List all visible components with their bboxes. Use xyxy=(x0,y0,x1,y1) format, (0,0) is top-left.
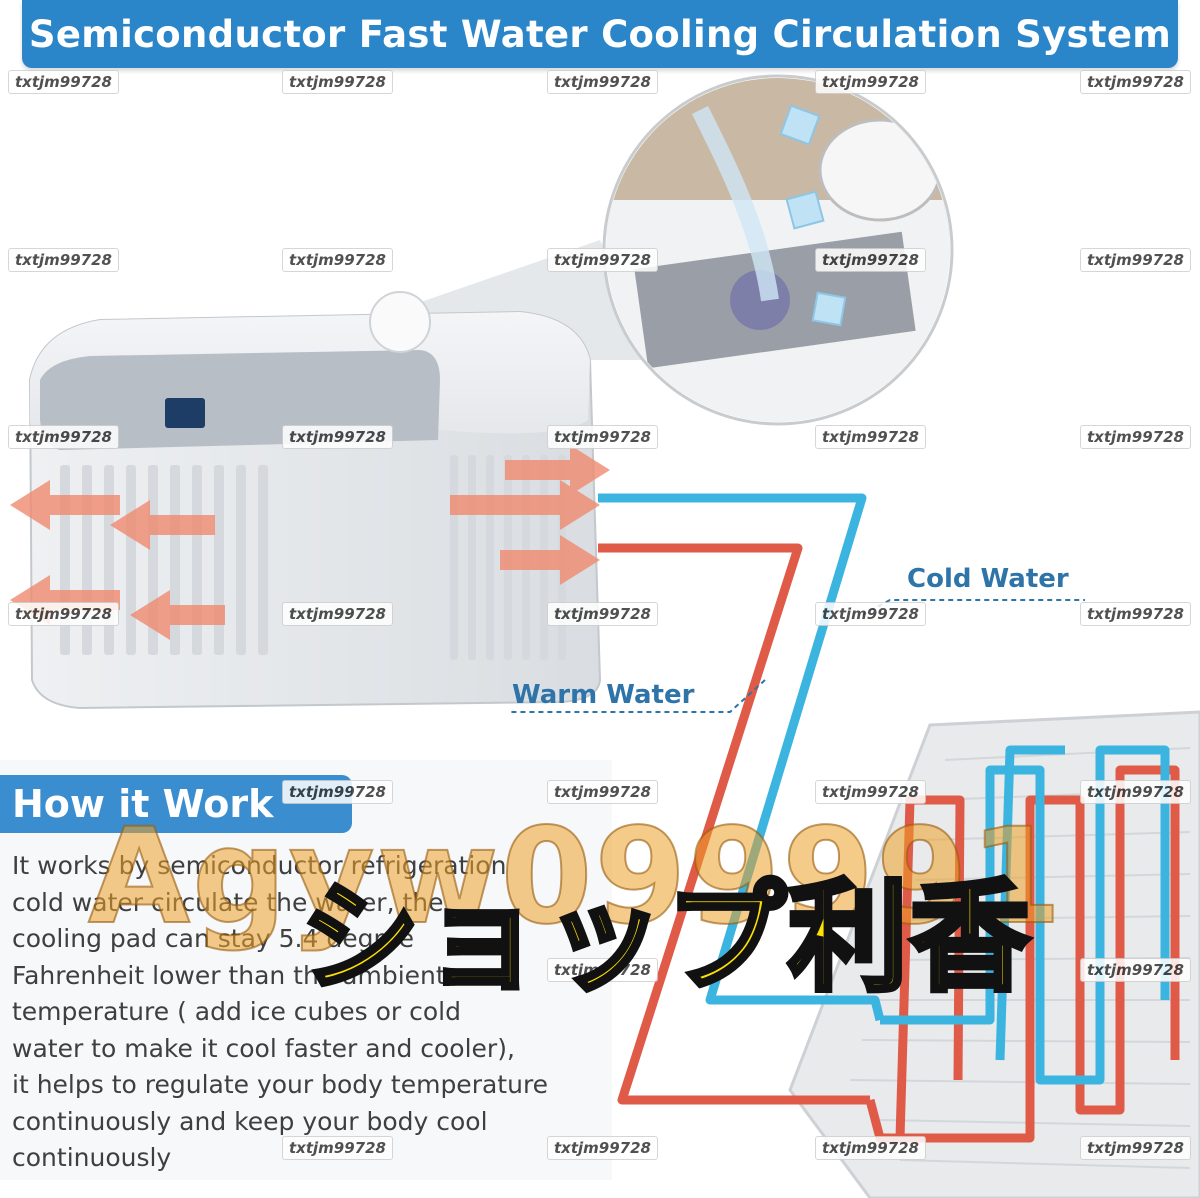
desc-line: it helps to regulate your body temperatu… xyxy=(12,1070,549,1099)
watermark: txtjm99728 xyxy=(815,70,926,94)
watermark: txtjm99728 xyxy=(282,1136,393,1160)
how-it-works-description: It works by semiconductor refrigeration … xyxy=(12,848,612,1177)
watermark: txtjm99728 xyxy=(282,780,393,804)
watermark: txtjm99728 xyxy=(282,70,393,94)
cold-water-label: Cold Water xyxy=(907,564,1069,594)
cold-water-pipe xyxy=(598,493,1170,1085)
watermark: txtjm99728 xyxy=(547,70,658,94)
watermark: txtjm99728 xyxy=(8,70,119,94)
watermark: txtjm99728 xyxy=(815,602,926,626)
desc-line: water to make it cool faster and cooler)… xyxy=(12,1033,515,1063)
watermark: txtjm99728 xyxy=(1080,248,1191,272)
how-it-works-title: How it Work xyxy=(12,782,274,826)
watermark: txtjm99728 xyxy=(815,780,926,804)
desc-line: cooling pad can stay 5.4 degree xyxy=(12,924,414,953)
watermark: txtjm99728 xyxy=(815,248,926,272)
watermark: txtjm99728 xyxy=(815,1136,926,1160)
desc-line: It works by semiconductor refrigeration xyxy=(12,851,507,880)
cooling-device xyxy=(10,291,610,710)
watermark: txtjm99728 xyxy=(547,248,658,272)
page-title: Semiconductor Fast Water Cooling Circula… xyxy=(28,12,1172,56)
watermark: txtjm99728 xyxy=(8,425,119,449)
warm-water-label: Warm Water xyxy=(512,680,695,710)
watermark: txtjm99728 xyxy=(1080,602,1191,626)
warm-water-pipe xyxy=(598,543,1180,1143)
watermark: txtjm99728 xyxy=(1080,1136,1191,1160)
watermark: txtjm99728 xyxy=(547,1136,658,1160)
watermark: txtjm99728 xyxy=(1080,425,1191,449)
desc-line: Fahrenheit lower than the ambient xyxy=(12,960,446,990)
watermark: txtjm99728 xyxy=(282,602,393,626)
watermark: txtjm99728 xyxy=(1080,780,1191,804)
desc-line: continuously xyxy=(12,1143,172,1172)
watermark: txtjm99728 xyxy=(8,602,119,626)
watermark: txtjm99728 xyxy=(547,425,658,449)
desc-line: temperature ( add ice cubes or cold xyxy=(12,997,461,1026)
watermark: txtjm99728 xyxy=(1080,70,1191,94)
watermark: txtjm99728 xyxy=(282,425,393,449)
watermark: txtjm99728 xyxy=(547,602,658,626)
watermark: txtjm99728 xyxy=(8,248,119,272)
watermark: txtjm99728 xyxy=(547,780,658,804)
watermark: txtjm99728 xyxy=(1080,958,1191,982)
overlay-shop-name: ショップ利香 xyxy=(298,867,1033,1011)
watermark: txtjm99728 xyxy=(282,248,393,272)
desc-line: continuously and keep your body cool xyxy=(12,1106,488,1136)
desc-line: cold water circulate the water, the xyxy=(12,887,444,917)
watermark: txtjm99728 xyxy=(547,958,658,982)
overlay-shop-id: Agyw099991 xyxy=(87,799,1064,955)
watermark: txtjm99728 xyxy=(815,425,926,449)
header-banner: Semiconductor Fast Water Cooling Circula… xyxy=(22,0,1178,68)
